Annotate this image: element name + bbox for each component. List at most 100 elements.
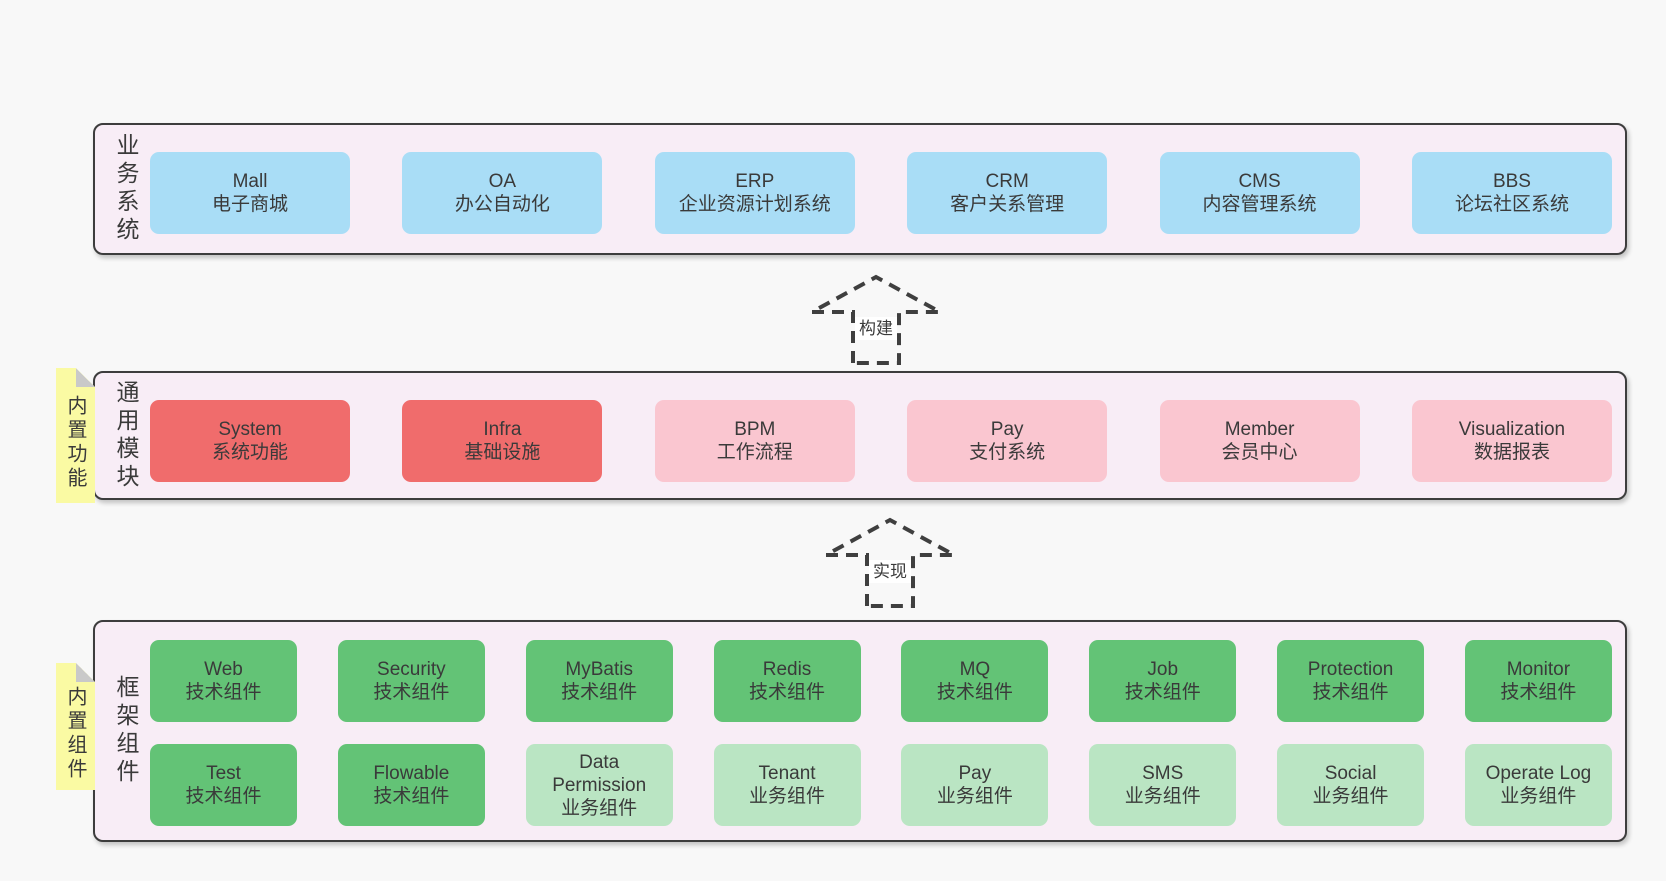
box-title: OA [488,171,517,192]
box-subtitle: 技术组件 [1500,682,1577,703]
built-in-functions-note: 内置功能 [56,368,95,503]
box-subtitle: 技术组件 [185,682,262,703]
box-title: CRM [985,171,1029,192]
box-title: Infra [483,419,522,440]
box-subtitle: 电子商城 [211,194,288,215]
components-band-label: 框架组件 [113,675,139,787]
box-mq: MQ 技术组件 [901,640,1049,722]
box-title: MQ [959,659,991,680]
box-title: CMS [1238,171,1281,192]
common-modules-band: 通用模块 System 系统功能 Infra 基础设施 BPM 工作流程 Pay… [93,371,1627,500]
business-systems-band: 业务系统 Mall 电子商城 OA 办公自动化 ERP 企业资源计划系统 CRM… [93,123,1627,255]
box-subtitle: 技术组件 [936,682,1013,703]
box-title: System [218,419,282,440]
box-redis: Redis 技术组件 [713,640,861,722]
box-title: Data Permission [552,751,647,796]
box-subtitle: 技术组件 [749,682,826,703]
box-title: MyBatis [565,659,633,680]
box-infra: Infra 基础设施 [402,400,603,482]
box-subtitle: 办公自动化 [454,194,550,215]
box-subtitle: 支付系统 [969,442,1046,463]
box-cms: CMS 内容管理系统 [1159,152,1360,234]
box-subtitle: 业务组件 [561,797,638,819]
box-title: Member [1224,419,1295,440]
box-erp: ERP 企业资源计划系统 [654,152,855,234]
box-pay-component: Pay 业务组件 [901,744,1049,826]
box-tenant: Tenant 业务组件 [713,744,861,826]
box-visualization: Visualization 数据报表 [1411,400,1612,482]
implement-arrow-label: 实现 [824,557,956,583]
box-data-permission: Data Permission 业务组件 [525,744,673,826]
box-job: Job 技术组件 [1089,640,1237,722]
box-subtitle: 论坛社区系统 [1454,194,1569,215]
box-title: Flowable [373,763,450,784]
modules-band-label: 通用模块 [113,379,139,492]
box-bpm: BPM 工作流程 [654,400,855,482]
box-subtitle: 会员中心 [1221,442,1298,463]
note-label: 内置功能 [64,394,86,491]
box-subtitle: 业务组件 [1312,786,1389,807]
note-label: 内置组件 [64,685,86,782]
box-title: Visualization [1458,419,1566,440]
box-bbs: BBS 论坛社区系统 [1411,152,1612,234]
box-title: Tenant [758,763,816,784]
box-title: Job [1147,659,1179,680]
box-mybatis: MyBatis 技术组件 [525,640,673,722]
box-mall: Mall 电子商城 [150,152,350,234]
box-pay-module: Pay 支付系统 [907,400,1108,482]
box-subtitle: 技术组件 [1312,682,1389,703]
box-subtitle: 企业资源计划系统 [678,194,831,215]
box-title: Pay [958,763,992,784]
box-title: Pay [990,419,1024,440]
box-test: Test 技术组件 [150,744,297,826]
box-subtitle: 技术组件 [373,682,450,703]
box-title: Monitor [1506,659,1571,680]
box-title: Mall [232,171,268,192]
up-arrow-dashed-icon [825,517,955,608]
box-title: SMS [1142,763,1184,784]
box-operate-log: Operate Log 业务组件 [1464,744,1612,826]
box-subtitle: 技术组件 [1124,682,1201,703]
box-title: BPM [734,419,776,440]
components-row-2: Test 技术组件 Flowable 技术组件 Data Permission … [150,744,1612,826]
box-system: System 系统功能 [150,400,350,482]
box-crm: CRM 客户关系管理 [907,152,1108,234]
box-subtitle: 业务组件 [749,786,826,807]
box-security: Security 技术组件 [337,640,485,722]
box-subtitle: 技术组件 [373,786,450,807]
box-flowable: Flowable 技术组件 [337,744,485,826]
box-subtitle: 业务组件 [1500,786,1577,807]
framework-components-band: 框架组件 Web 技术组件 Security 技术组件 MyBatis 技术组件… [93,620,1627,842]
box-title: Social [1324,763,1377,784]
box-subtitle: 工作流程 [716,442,793,463]
build-arrow: 构建 [810,274,942,366]
implement-arrow: 实现 [824,517,956,609]
box-oa: OA 办公自动化 [402,152,603,234]
box-social: Social 业务组件 [1277,744,1425,826]
box-sms: SMS 业务组件 [1089,744,1237,826]
box-title: Web [204,659,243,680]
box-subtitle: 内容管理系统 [1202,194,1317,215]
box-title: Security [377,659,446,680]
box-subtitle: 系统功能 [211,442,288,463]
box-subtitle: 技术组件 [561,682,638,703]
box-title: ERP [735,171,775,192]
box-web: Web 技术组件 [150,640,297,722]
up-arrow-dashed-icon [811,274,941,365]
box-title: Operate Log [1485,763,1592,784]
box-title: Protection [1307,659,1394,680]
box-subtitle: 业务组件 [936,786,1013,807]
components-row-1: Web 技术组件 Security 技术组件 MyBatis 技术组件 Redi… [150,640,1612,722]
box-monitor: Monitor 技术组件 [1464,640,1612,722]
business-box-row: Mall 电子商城 OA 办公自动化 ERP 企业资源计划系统 CRM 客户关系… [150,152,1612,234]
box-subtitle: 业务组件 [1124,786,1201,807]
box-subtitle: 技术组件 [185,786,262,807]
built-in-components-note: 内置组件 [56,663,95,790]
box-member: Member 会员中心 [1159,400,1360,482]
build-arrow-label: 构建 [810,314,942,340]
box-subtitle: 基础设施 [464,442,541,463]
box-title: Redis [762,659,812,680]
box-subtitle: 数据报表 [1473,442,1550,463]
modules-box-row: System 系统功能 Infra 基础设施 BPM 工作流程 Pay 支付系统… [150,400,1612,482]
box-title: Test [206,763,241,784]
